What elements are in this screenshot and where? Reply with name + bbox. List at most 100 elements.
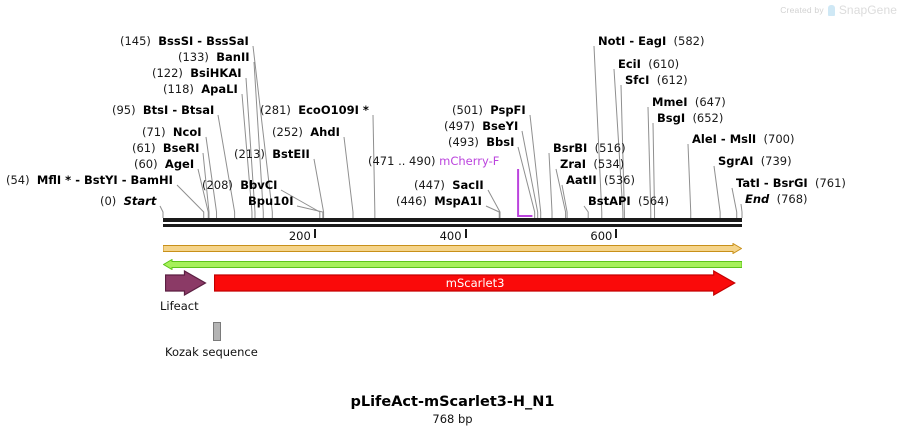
- enzyme-label-alei[interactable]: AleI - MslI (700): [692, 133, 794, 145]
- enzyme-position: (501): [452, 103, 483, 117]
- enzyme-label-mmei[interactable]: MmeI (647): [652, 96, 726, 108]
- enzyme-name: NotI: [598, 34, 626, 48]
- enzyme-name: EciI: [618, 57, 641, 71]
- enzyme-label-bsihkai[interactable]: (122) BsiHKAI: [152, 67, 242, 79]
- enzyme-label-mfli[interactable]: (54) MflI * - BstYI - BamHI: [6, 174, 173, 186]
- enzyme-label-bsgi[interactable]: BsgI (652): [657, 112, 723, 124]
- enzyme-label-pspfi[interactable]: (501) PspFI: [452, 104, 526, 116]
- reverse-strand-arrow-shape: [163, 259, 742, 270]
- enzyme-label-banii[interactable]: (133) BanII: [178, 51, 250, 63]
- enzyme-name: SacII: [452, 178, 484, 192]
- enzyme-name-separator: -: [716, 132, 730, 146]
- leader-line-bsssi: [252, 45, 273, 218]
- enzyme-name: Bpu10I: [248, 194, 294, 208]
- enzyme-name-separator: -: [117, 173, 131, 187]
- enzyme-name: BseRI: [162, 141, 200, 155]
- leader-line-btsi: [217, 114, 236, 218]
- enzyme-position: (700): [763, 132, 795, 146]
- enzyme-position: (768): [776, 192, 808, 206]
- enzyme-label-bseri[interactable]: (61) BseRI: [132, 142, 199, 154]
- enzyme-label-sgrai[interactable]: SgrAI (739): [718, 155, 792, 167]
- leader-line-bsrbi: [548, 152, 553, 218]
- leader-line-mspa1i: [485, 205, 500, 218]
- leader-line-alei: [687, 143, 692, 218]
- enzyme-label-sfci[interactable]: SfcI (612): [625, 74, 688, 86]
- enzyme-position: (582): [673, 34, 705, 48]
- enzyme-position: (71): [142, 125, 166, 139]
- enzyme-position: (447): [414, 178, 445, 192]
- enzyme-position: (60): [134, 157, 158, 171]
- page-title: pLifeAct-mScarlet3-H_N1: [350, 394, 555, 410]
- enzyme-name: BtsaI: [181, 103, 215, 117]
- snapgene-logo-icon: [827, 4, 835, 16]
- enzyme-name: BsgI: [657, 111, 686, 125]
- leader-line-zrai: [555, 168, 567, 218]
- enzyme-label-ahdi[interactable]: (252) AhdI: [272, 126, 340, 138]
- forward-strand-arrow: [163, 243, 742, 254]
- feature-arrow-lifeact[interactable]: [165, 270, 207, 296]
- backbone-line-top: [163, 218, 742, 222]
- watermark-created-by-label: Created by: [780, 5, 824, 15]
- enzyme-label-ecoo109i[interactable]: (281) EcoO109I *: [260, 104, 369, 116]
- enzyme-position: (145): [120, 34, 151, 48]
- enzyme-position: (122): [152, 66, 183, 80]
- enzyme-label-end[interactable]: End (768): [745, 193, 808, 205]
- leader-line-agei: [197, 168, 209, 218]
- ruler-tick-600: [615, 229, 618, 238]
- ruler-label-400: 400: [439, 229, 462, 243]
- ruler-label-200: 200: [288, 229, 311, 243]
- enzyme-label-start[interactable]: (0) Start: [100, 195, 156, 207]
- backbone-line-bottom: [163, 224, 742, 227]
- enzyme-name: AleI: [692, 132, 717, 146]
- feature-arrow-mscarlet3[interactable]: mScarlet3: [214, 270, 736, 296]
- enzyme-label-ncoi[interactable]: (71) NcoI: [142, 126, 202, 138]
- enzyme-label-tati[interactable]: TatI - BsrGI (761): [736, 177, 846, 189]
- enzyme-position: (497): [444, 119, 475, 133]
- primer-label-mcherry-f[interactable]: (471 .. 490) mCherry-F: [368, 155, 499, 167]
- misc-feature-kozak[interactable]: [212, 322, 221, 341]
- enzyme-label-bsrbi[interactable]: BsrBI (516): [553, 142, 626, 154]
- enzyme-position: (536): [604, 173, 635, 187]
- leader-line-bbsi: [517, 146, 536, 218]
- enzyme-label-bbsi[interactable]: (493) BbsI: [448, 136, 514, 148]
- enzyme-label-btsi[interactable]: (95) BtsI - BtsaI: [112, 104, 214, 116]
- enzyme-label-noti[interactable]: NotI - EagI (582): [598, 35, 704, 47]
- enzyme-label-sacii[interactable]: (447) SacII: [414, 179, 484, 191]
- enzyme-name: MslI: [729, 132, 757, 146]
- enzyme-position: (612): [656, 73, 688, 87]
- enzyme-name: NcoI: [172, 125, 202, 139]
- enzyme-position: (0): [100, 194, 117, 208]
- enzyme-position: (761): [815, 176, 846, 190]
- enzyme-label-zrai[interactable]: ZraI (534): [560, 158, 624, 170]
- enzyme-label-apali[interactable]: (118) ApaLI: [163, 83, 238, 95]
- feature-arrow-shape-lifeact: [165, 270, 207, 296]
- enzyme-name-separator: -: [759, 176, 773, 190]
- enzyme-name: AhdI: [310, 125, 340, 139]
- enzyme-position: (652): [692, 111, 724, 125]
- enzyme-name: EcoO109I *: [298, 103, 369, 117]
- enzyme-label-aatii[interactable]: AatII (536): [566, 174, 635, 186]
- enzyme-position: (739): [760, 154, 792, 168]
- enzyme-position: (252): [272, 125, 303, 139]
- leader-line-start: [159, 205, 164, 218]
- watermark-brand-label: SnapGene: [838, 3, 897, 17]
- enzyme-label-bbvci[interactable]: (208) BbvCI: [202, 179, 277, 191]
- enzyme-position: (493): [448, 135, 479, 149]
- enzyme-label-bsssi[interactable]: (145) BssSI - BssSaI: [120, 35, 249, 47]
- enzyme-name: SfcI: [625, 73, 650, 87]
- enzyme-label-bstapi[interactable]: BstAPI (564): [588, 195, 669, 207]
- enzyme-label-mspa1i[interactable]: (446) MspA1I: [396, 195, 482, 207]
- enzyme-label-agei[interactable]: (60) AgeI: [134, 158, 194, 170]
- enzyme-label-bseyi[interactable]: (497) BseYI: [444, 120, 518, 132]
- enzyme-name: BtsI: [142, 103, 169, 117]
- enzyme-name: EagI: [638, 34, 667, 48]
- enzyme-position: (54): [6, 173, 30, 187]
- enzyme-name-separator: -: [71, 173, 84, 187]
- enzyme-position: (208): [202, 178, 233, 192]
- enzyme-label-bstei[interactable]: (213) BstEII: [234, 148, 310, 160]
- enzyme-label-ecii[interactable]: EciI (610): [618, 58, 679, 70]
- enzyme-position: (564): [638, 194, 669, 208]
- enzyme-label-bpu10i[interactable]: Bpu10I: [248, 195, 293, 207]
- enzyme-position: (516): [594, 141, 626, 155]
- enzyme-name: MflI *: [36, 173, 72, 187]
